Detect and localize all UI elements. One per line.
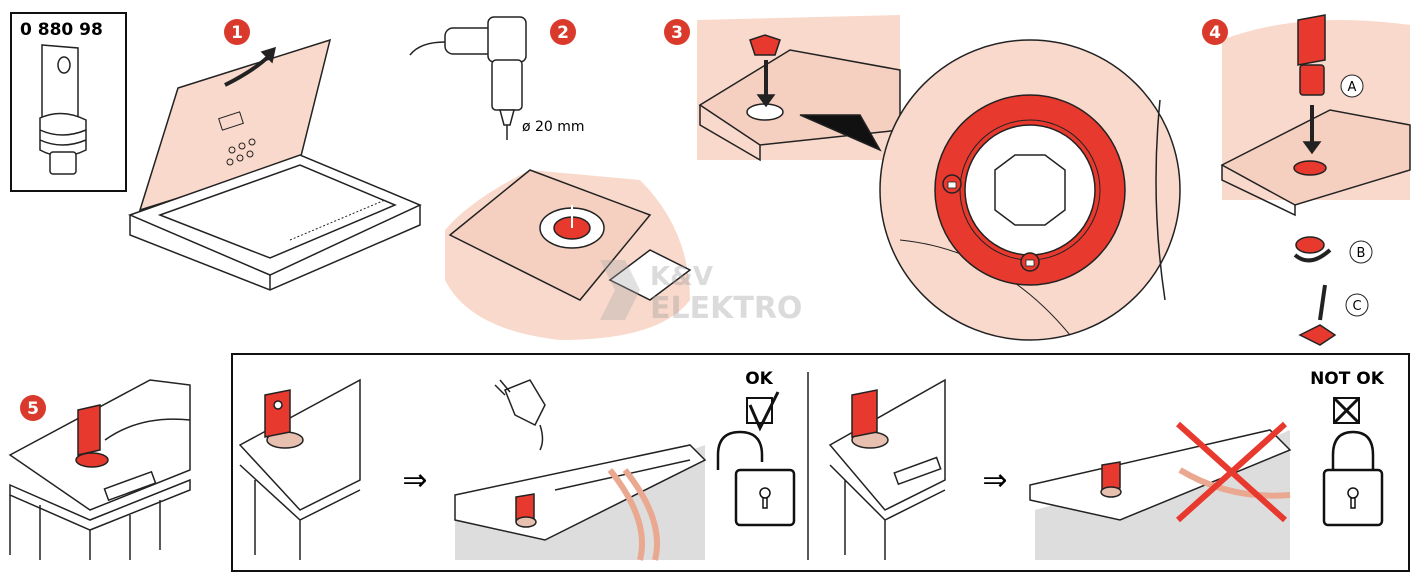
step-1-illustration xyxy=(127,38,422,291)
substep-c-label: C xyxy=(1345,293,1369,317)
key-lock-icon xyxy=(39,44,87,175)
svg-text:4: 4 xyxy=(1209,23,1221,43)
checkbox-crossed-icon xyxy=(1332,396,1361,425)
red-cross-icon xyxy=(1175,421,1288,523)
notok-locked-cover xyxy=(828,378,946,560)
not-ok-label: NOT OK xyxy=(1310,369,1385,389)
substep-a-label: A xyxy=(1340,74,1364,98)
drill-icon xyxy=(409,16,527,140)
plug-icon xyxy=(494,379,546,451)
ok-cable-through xyxy=(454,379,707,561)
svg-text:K&V: K&V xyxy=(650,262,713,292)
product-code: 0 880 98 xyxy=(20,20,103,40)
padlock-open-icon xyxy=(716,430,796,527)
ok-locked-cover xyxy=(238,378,361,560)
watermark: K&V ELEKTRO xyxy=(600,260,802,326)
step-2-illustration xyxy=(445,169,692,340)
svg-text:3: 3 xyxy=(671,23,683,43)
comparison-panel xyxy=(231,353,1410,572)
step-4-illustration xyxy=(1220,14,1411,346)
svg-text:C: C xyxy=(1352,299,1361,314)
drill-size-label: ø 20 mm xyxy=(522,119,585,135)
svg-text:B: B xyxy=(1357,246,1366,261)
padlock-closed-icon xyxy=(1322,430,1384,527)
step-badge-3: 3 xyxy=(664,19,690,45)
step-badge-5: 5 xyxy=(20,395,46,421)
svg-text:5: 5 xyxy=(27,399,39,419)
product-reference-box: 0 880 98 xyxy=(10,12,127,192)
substep-b-label: B xyxy=(1349,240,1373,264)
step-5-illustration xyxy=(8,379,191,560)
step-3-illustration xyxy=(697,15,1181,341)
step-badge-2: 2 xyxy=(550,19,576,45)
step-badge-4: 4 xyxy=(1202,19,1228,45)
svg-text:ELEKTRO: ELEKTRO xyxy=(650,291,802,326)
implies-arrow: ⇒ xyxy=(402,463,427,498)
ok-label: OK xyxy=(745,369,773,389)
svg-text:1: 1 xyxy=(231,23,243,43)
implies-arrow-2: ⇒ xyxy=(982,463,1007,498)
checkbox-checked-icon xyxy=(746,391,780,432)
notok-cable-crushed xyxy=(1029,421,1292,560)
svg-text:2: 2 xyxy=(557,23,569,43)
step-badge-1: 1 xyxy=(224,19,250,45)
svg-text:A: A xyxy=(1348,80,1357,95)
